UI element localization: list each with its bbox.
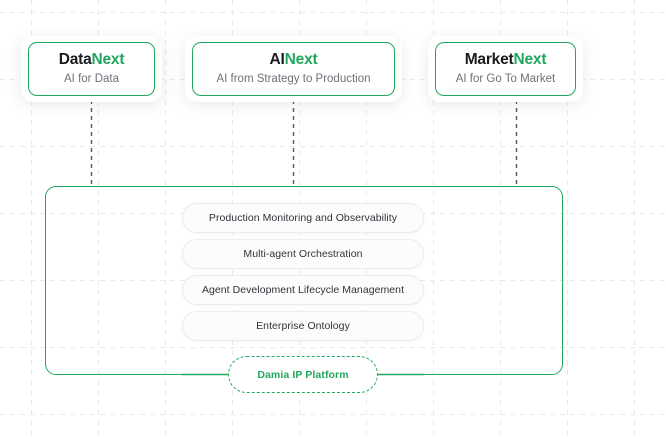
product-card-title-plain-marketnext: Market bbox=[464, 51, 514, 69]
product-card-subtitle-ainext: AI from Strategy to Production bbox=[216, 73, 371, 85]
capability-pill-multi-agent-orchestration[interactable]: Multi-agent Orchestration bbox=[182, 239, 424, 269]
product-card-title-accent-marketnext: Next bbox=[513, 51, 547, 69]
capability-label-production-monitoring: Production Monitoring and Observability bbox=[208, 212, 398, 224]
product-card-subtitle-marketnext: AI for Go To Market bbox=[455, 73, 556, 85]
product-card-datanext[interactable]: DataNext AI for Data bbox=[28, 42, 155, 96]
capability-label-enterprise-ontology: Enterprise Ontology bbox=[256, 320, 350, 332]
product-card-title-marketnext: MarketNext bbox=[465, 51, 547, 69]
product-card-title-ainext: AINext bbox=[270, 51, 318, 69]
capability-pill-production-monitoring[interactable]: Production Monitoring and Observability bbox=[182, 203, 424, 233]
product-card-title-accent-ainext: Next bbox=[284, 51, 318, 69]
product-card-title-datanext: DataNext bbox=[59, 51, 125, 69]
capability-pill-enterprise-ontology[interactable]: Enterprise Ontology bbox=[182, 311, 424, 341]
capability-label-agent-lifecycle: Agent Development Lifecycle Management bbox=[201, 284, 405, 296]
capability-pill-agent-lifecycle[interactable]: Agent Development Lifecycle Management bbox=[182, 275, 424, 305]
product-card-subtitle-datanext: AI for Data bbox=[64, 73, 119, 85]
damia-ip-platform-pill[interactable]: Damia IP Platform bbox=[228, 356, 378, 393]
product-card-title-plain-datanext: Data bbox=[58, 51, 92, 69]
product-card-title-accent-datanext: Next bbox=[91, 51, 125, 69]
product-card-ainext[interactable]: AINext AI from Strategy to Production bbox=[192, 42, 395, 96]
product-card-title-plain-ainext: AI bbox=[269, 51, 285, 69]
capability-label-multi-agent-orchestration: Multi-agent Orchestration bbox=[243, 248, 363, 260]
damia-ip-platform-label: Damia IP Platform bbox=[257, 368, 349, 381]
product-card-marketnext[interactable]: MarketNext AI for Go To Market bbox=[435, 42, 576, 96]
